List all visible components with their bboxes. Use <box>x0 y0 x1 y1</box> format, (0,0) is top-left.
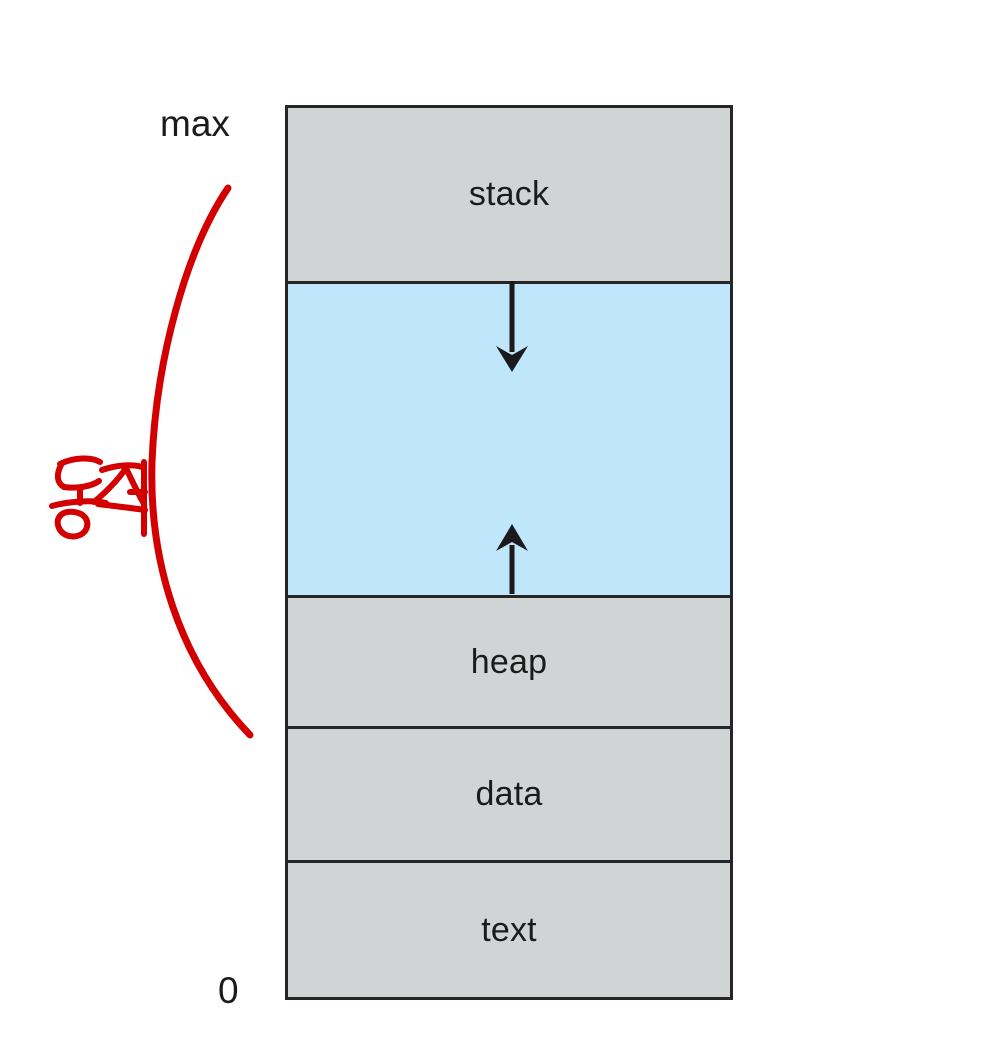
stroke-j-top <box>99 462 145 473</box>
stroke-j-left <box>91 465 129 505</box>
memory-layout-box: stack heap data text <box>285 105 733 1000</box>
segment-label-data: data <box>475 775 543 814</box>
stroke-ieung-circle <box>54 508 91 540</box>
handwritten-korean-word <box>49 455 148 540</box>
stroke-g-top <box>95 501 148 513</box>
segment-text: text <box>288 859 730 997</box>
segment-label-stack: stack <box>468 175 550 214</box>
segment-data: data <box>288 725 730 860</box>
stroke-d-top <box>57 455 103 467</box>
stroke-d-bottom <box>61 478 102 491</box>
segment-label-heap: heap <box>470 642 548 681</box>
address-label-max: max <box>160 103 230 144</box>
segment-stack: stack <box>288 108 730 281</box>
stroke-d-left <box>54 462 67 490</box>
segment-label-text: text <box>481 910 537 949</box>
segment-heap: heap <box>288 594 730 726</box>
address-label-zero: 0 <box>218 970 239 1011</box>
segment-free-space <box>288 280 730 595</box>
